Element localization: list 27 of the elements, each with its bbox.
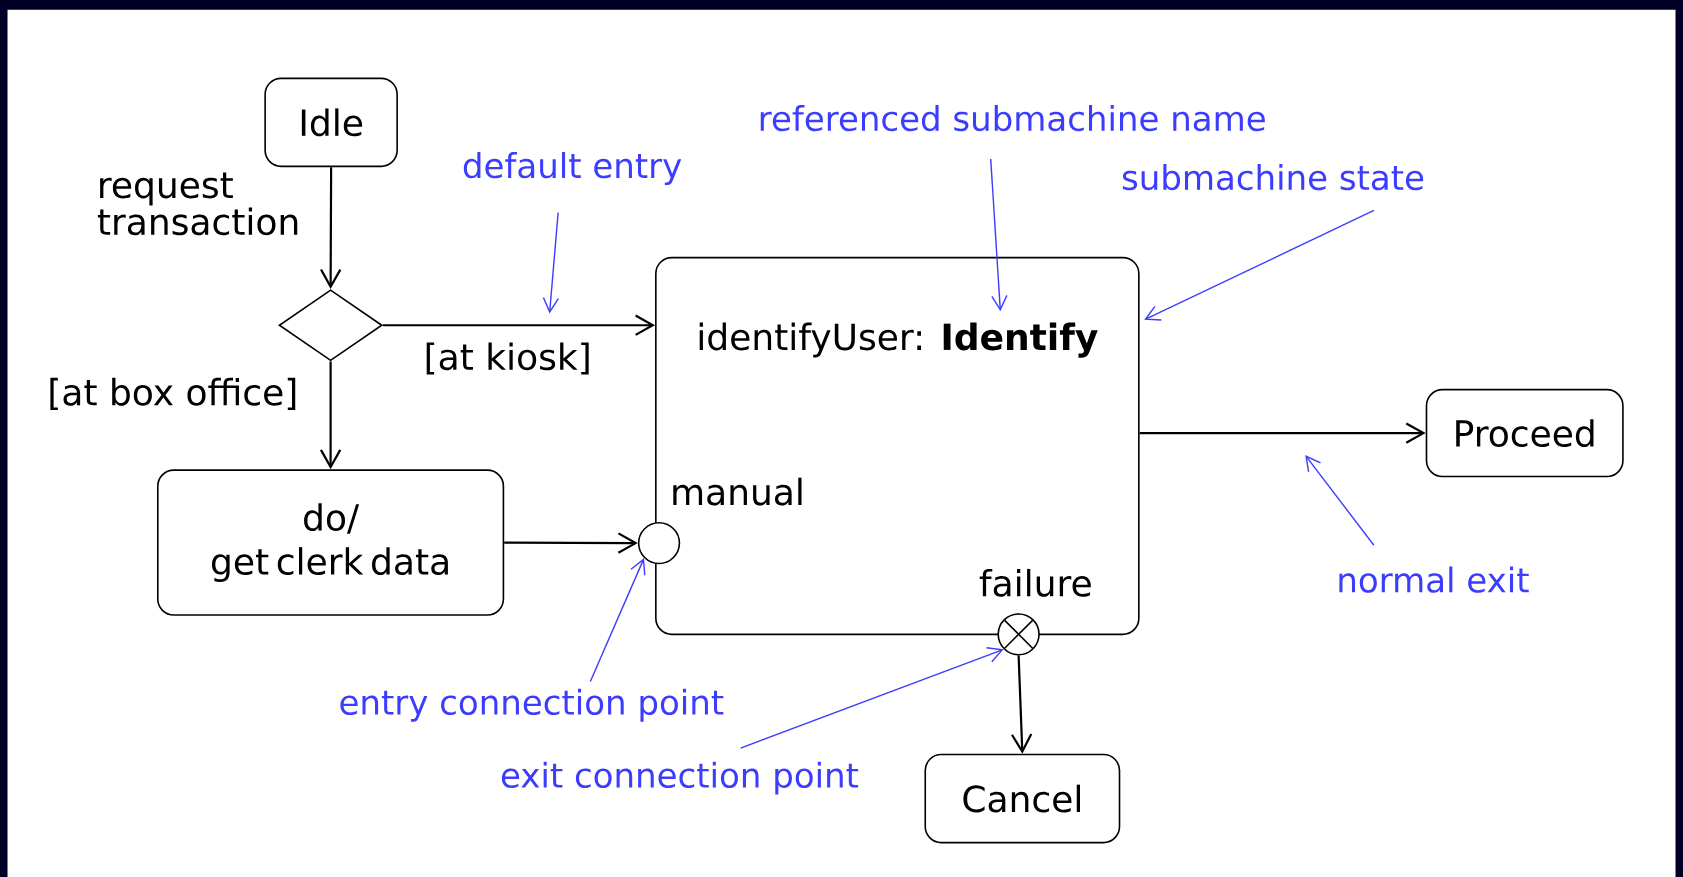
annotation-text: referenced submachine name: [760, 104, 1265, 132]
leader-arrow: [542, 211, 560, 314]
leader-arrow: [1144, 209, 1375, 321]
annotation-text: normal exit: [1339, 566, 1529, 593]
leader-arrow: [1305, 455, 1375, 546]
arrow: [320, 361, 342, 470]
edge-label: request transaction: [94, 170, 298, 238]
arrow: [1139, 422, 1426, 444]
arrow: [382, 314, 656, 336]
state-box: Cancel: [924, 753, 1121, 844]
annotation-text: exit connection point: [501, 761, 859, 795]
arrow: [1011, 655, 1033, 754]
edge-label: [at kiosk]: [421, 340, 594, 377]
annotation-text: default entry: [463, 152, 682, 185]
state-box: Idle: [264, 77, 398, 168]
edge-label: [at box office]: [45, 375, 301, 412]
state-box: do/ get clerk data: [157, 469, 505, 616]
point-label: failure: [979, 568, 1091, 597]
point-label: manual: [673, 477, 802, 506]
arrow: [504, 532, 638, 554]
annotation-text: submachine state: [1122, 163, 1424, 191]
leader-arrow: [739, 647, 1004, 749]
state-box: Proceed: [1425, 388, 1624, 478]
leader-arrow: [589, 558, 646, 683]
annotation-text: entry connection point: [340, 688, 724, 722]
arrow: [320, 167, 342, 290]
leader-arrow: [990, 158, 1008, 312]
